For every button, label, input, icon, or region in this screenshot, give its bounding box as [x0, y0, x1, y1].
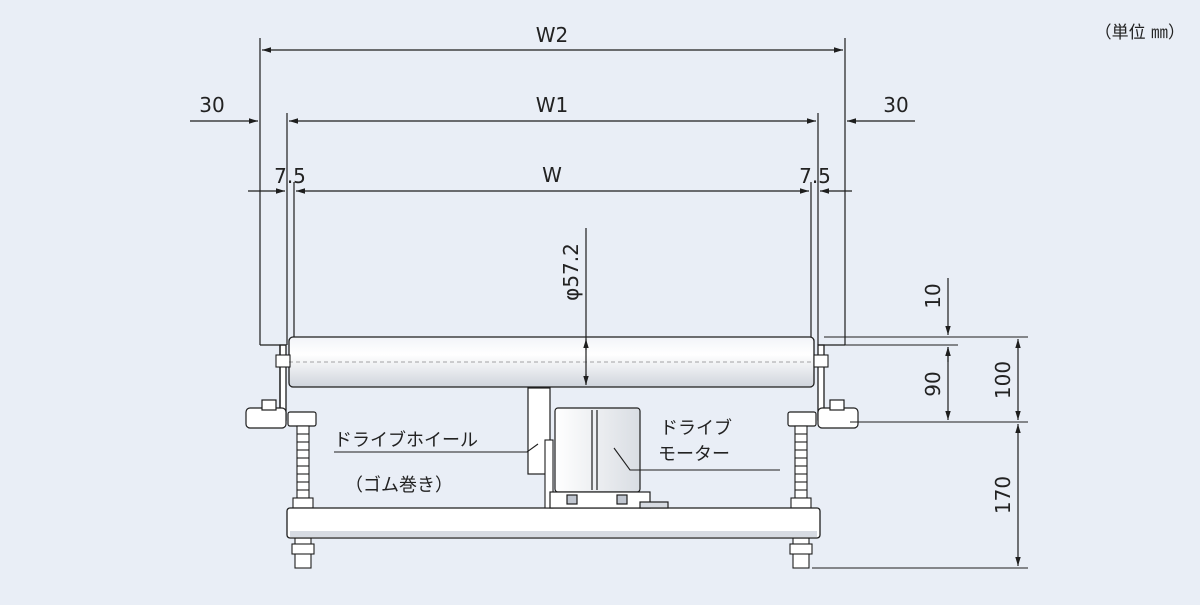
- label-left-30: 30: [199, 93, 224, 117]
- right-threaded-rod: [789, 425, 813, 569]
- label-w: W: [542, 163, 562, 187]
- label-w1: W1: [536, 93, 569, 117]
- label-drive-wheel-sub: （ゴム巻き）: [345, 475, 453, 496]
- roller: [275, 336, 829, 388]
- base-plate: [286, 507, 821, 539]
- label-right-7-5: 7.5: [799, 164, 831, 188]
- leader-lines: [334, 443, 780, 471]
- dimension-w1: [190, 113, 915, 345]
- label-drive-motor-line1: ドライブ: [660, 417, 732, 439]
- label-170: 170: [991, 476, 1015, 514]
- left-bracket: [245, 399, 317, 429]
- drive-motor: [549, 407, 669, 509]
- label-right-30: 30: [883, 93, 908, 117]
- label-drive-motor-line2: モーター: [658, 444, 730, 465]
- label-drive-wheel: ドライブホイール: [334, 429, 478, 451]
- label-roller-diameter: φ57.2: [559, 243, 583, 301]
- right-bracket: [787, 399, 859, 429]
- label-left-7-5: 7.5: [274, 164, 306, 188]
- dimension-height-extensions: [812, 336, 1028, 569]
- label-90: 90: [921, 371, 945, 396]
- unit-note: （単位 ㎜）: [1095, 23, 1185, 43]
- label-10: 10: [921, 283, 945, 308]
- left-threaded-rod: [291, 425, 315, 569]
- label-100: 100: [991, 361, 1015, 399]
- drive-wheel: [527, 387, 554, 509]
- dimension-w: [248, 182, 852, 340]
- label-w2: W2: [536, 23, 569, 47]
